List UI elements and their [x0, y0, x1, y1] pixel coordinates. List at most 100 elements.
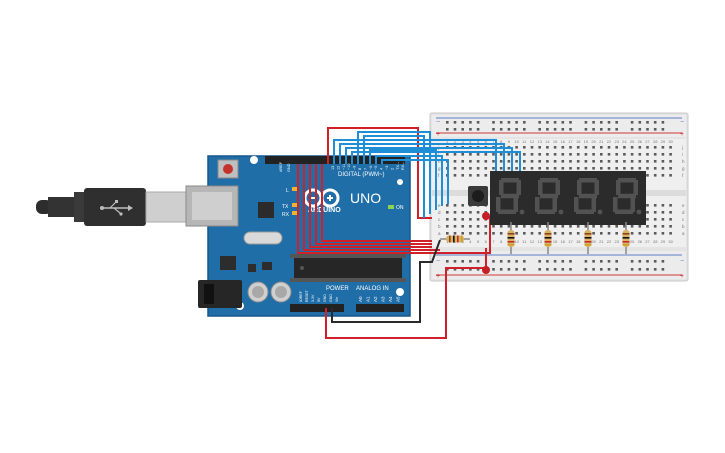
breadboard-hole[interactable] — [669, 160, 672, 163]
breadboard-hole[interactable] — [538, 167, 541, 170]
rail-hole[interactable] — [446, 268, 449, 271]
rail-hole[interactable] — [569, 268, 572, 271]
resistors[interactable] — [440, 222, 630, 254]
breadboard-hole[interactable] — [638, 153, 642, 156]
wire-red[interactable] — [321, 164, 432, 242]
breadboard-hole[interactable] — [569, 167, 572, 170]
rail-hole[interactable] — [499, 260, 503, 263]
breadboard-hole[interactable] — [630, 225, 634, 228]
rail-hole[interactable] — [492, 121, 495, 124]
breadboard-hole[interactable] — [623, 167, 626, 170]
rail-hole[interactable] — [607, 268, 611, 271]
rail-hole[interactable] — [600, 128, 603, 131]
breadboard-hole[interactable] — [646, 218, 649, 221]
breadboard-hole[interactable] — [607, 160, 611, 163]
rail-hole[interactable] — [561, 121, 565, 124]
breadboard-hole[interactable] — [623, 146, 626, 149]
breadboard-hole[interactable] — [515, 167, 518, 170]
wire-blue[interactable] — [381, 159, 449, 204]
breadboard-hole[interactable] — [623, 225, 626, 228]
rail-hole[interactable] — [515, 268, 518, 271]
breadboard-hole[interactable] — [469, 225, 472, 228]
breadboard-hole[interactable] — [653, 174, 657, 177]
wires[interactable] — [297, 127, 521, 339]
breadboard-hole[interactable] — [469, 211, 472, 214]
breadboard-hole[interactable] — [661, 225, 665, 228]
breadboard-hole[interactable] — [569, 232, 572, 235]
breadboard-hole[interactable] — [584, 225, 588, 228]
breadboard-hole[interactable] — [630, 167, 634, 170]
breadboard-hole[interactable] — [561, 167, 565, 170]
rail-hole[interactable] — [453, 260, 457, 263]
rail-hole[interactable] — [515, 121, 518, 124]
breadboard-hole[interactable] — [638, 232, 642, 235]
rail-hole[interactable] — [515, 128, 518, 131]
breadboard-hole[interactable] — [615, 167, 618, 170]
breadboard-hole[interactable] — [530, 167, 534, 170]
rail-hole[interactable] — [630, 268, 634, 271]
rail-hole[interactable] — [461, 121, 464, 124]
breadboard-hole[interactable] — [507, 167, 511, 170]
breadboard-hole[interactable] — [461, 153, 464, 156]
breadboard-hole[interactable] — [492, 153, 495, 156]
breadboard-hole[interactable] — [653, 232, 657, 235]
rail-hole[interactable] — [630, 128, 634, 131]
breadboard-hole[interactable] — [607, 153, 611, 156]
rail-hole[interactable] — [546, 260, 549, 263]
rail-hole[interactable] — [638, 268, 642, 271]
rail-hole[interactable] — [661, 128, 665, 131]
rail-hole[interactable] — [561, 128, 565, 131]
rail-hole[interactable] — [499, 121, 503, 124]
rail-hole[interactable] — [499, 128, 503, 131]
seven-segment-display[interactable] — [490, 171, 646, 225]
breadboard-hole[interactable] — [515, 160, 518, 163]
breadboard-hole[interactable] — [492, 167, 495, 170]
breadboard-hole[interactable] — [569, 225, 572, 228]
breadboard-hole[interactable] — [446, 232, 449, 235]
rail-hole[interactable] — [592, 268, 595, 271]
wire-blue[interactable] — [375, 155, 443, 206]
rail-hole[interactable] — [469, 260, 472, 263]
rail-hole[interactable] — [523, 268, 526, 271]
rail-hole[interactable] — [600, 268, 603, 271]
breadboard-hole[interactable] — [561, 153, 565, 156]
breadboard-hole[interactable] — [630, 232, 634, 235]
rail-hole[interactable] — [446, 121, 449, 124]
breadboard-hole[interactable] — [653, 204, 657, 207]
breadboard-hole[interactable] — [638, 167, 642, 170]
rail-hole[interactable] — [592, 260, 595, 263]
breadboard-hole[interactable] — [515, 153, 518, 156]
pushbutton[interactable] — [468, 186, 488, 206]
breadboard-hole[interactable] — [530, 153, 534, 156]
breadboard-hole[interactable] — [592, 225, 595, 228]
rail-hole[interactable] — [584, 128, 588, 131]
breadboard-hole[interactable] — [646, 146, 649, 149]
rail-hole[interactable] — [607, 121, 611, 124]
breadboard-hole[interactable] — [484, 160, 488, 163]
breadboard-hole[interactable] — [661, 232, 665, 235]
analog-header[interactable] — [356, 304, 404, 312]
breadboard-hole[interactable] — [453, 225, 457, 228]
breadboard-hole[interactable] — [569, 153, 572, 156]
breadboard-hole[interactable] — [592, 167, 595, 170]
breadboard-hole[interactable] — [630, 160, 634, 163]
breadboard-hole[interactable] — [446, 211, 449, 214]
breadboard-hole[interactable] — [607, 146, 611, 149]
wire-blue[interactable] — [363, 135, 425, 218]
rail-hole[interactable] — [653, 268, 657, 271]
breadboard-hole[interactable] — [461, 232, 464, 235]
breadboard-hole[interactable] — [499, 232, 503, 235]
breadboard-hole[interactable] — [469, 174, 472, 177]
breadboard-hole[interactable] — [484, 232, 488, 235]
breadboard-hole[interactable] — [615, 160, 618, 163]
breadboard-hole[interactable] — [669, 174, 672, 177]
breadboard-hole[interactable] — [523, 225, 526, 228]
breadboard-hole[interactable] — [469, 218, 472, 221]
breadboard-hole[interactable] — [653, 146, 657, 149]
rail-hole[interactable] — [607, 260, 611, 263]
breadboard-hole[interactable] — [507, 153, 511, 156]
rail-hole[interactable] — [561, 260, 565, 263]
breadboard-hole[interactable] — [661, 211, 665, 214]
breadboard-hole[interactable] — [584, 167, 588, 170]
breadboard-hole[interactable] — [453, 153, 457, 156]
